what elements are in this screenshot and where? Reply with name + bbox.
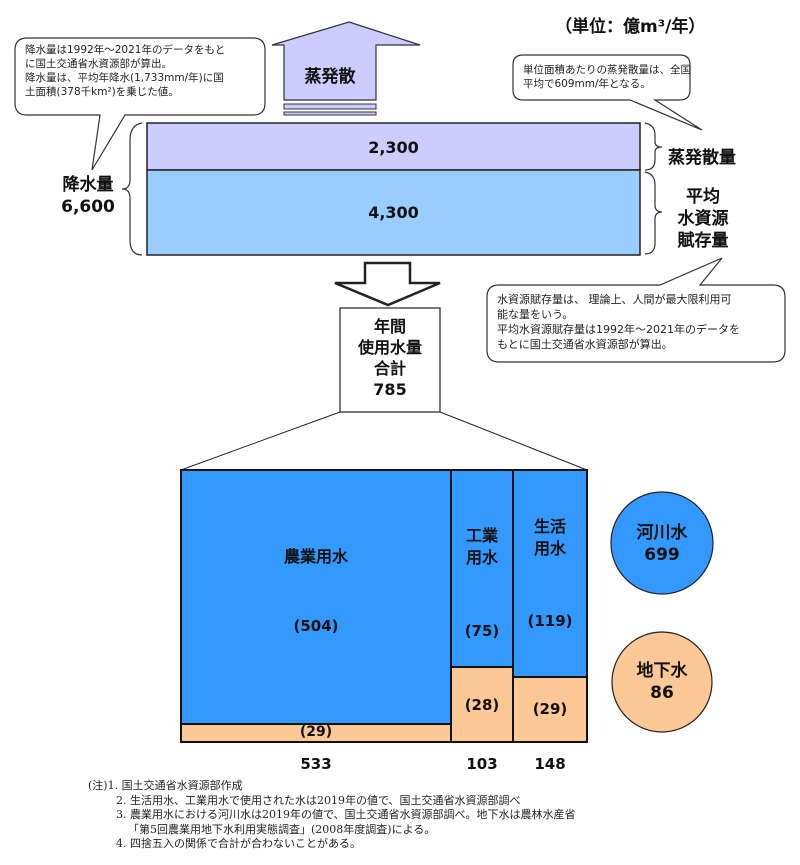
total-value: 785: [373, 380, 407, 399]
resources-label: 平均 水資源 賦存量: [668, 186, 738, 252]
agri-total: 533: [300, 755, 332, 773]
note-line: 単位面積あたりの蒸発散量は、全国: [523, 64, 691, 76]
river-circle: [610, 491, 714, 595]
notes: (注)1. 国土交通省水資源部作成 2. 生活用水、工業用水で使用された水は20…: [88, 779, 576, 852]
label-line: 用水: [533, 539, 566, 558]
evaporation-note: 単位面積あたりの蒸発散量は、全国 平均で609mm/年となる。: [523, 63, 691, 91]
evaporation-brace: [644, 122, 663, 171]
domestic-label: 生活 用水: [513, 516, 587, 560]
evaporation-arrow: [271, 21, 421, 101]
resources-brace: [644, 171, 663, 255]
unit-label: （単位：億m³/年）: [555, 17, 706, 37]
note-line: 降水量は、平均年降水(1,733mm/年)に国: [25, 72, 224, 84]
arrow-stripe: [283, 111, 377, 116]
evaporation-value: 2,300: [368, 138, 419, 157]
label-line: 水資源: [677, 209, 729, 229]
resources-value: 4,300: [368, 203, 419, 222]
total-line: 使用水量: [357, 338, 422, 357]
domestic-total: 148: [534, 755, 566, 773]
note-item: 2. 生活用水、工業用水で使用された水は2019年の値で、国土交通省水資源部調べ: [116, 793, 521, 807]
arrow-stripe: [283, 103, 377, 110]
domestic-river-value: (119): [527, 612, 573, 630]
resources-band: [146, 169, 641, 256]
note-line: もとに国土交通省水資源部が算出。: [497, 338, 673, 351]
note-line: 能な量をいう。: [497, 308, 574, 321]
label-line: 平均: [686, 187, 720, 207]
river-source: 河川水 699: [611, 522, 713, 566]
notes-prefix: (注): [88, 779, 108, 792]
total-box-text: 年間 使用水量 合計 785: [340, 316, 440, 400]
domestic-river-block: [512, 469, 588, 678]
river-value: 699: [644, 545, 680, 565]
agri-label: 農業用水: [283, 547, 348, 566]
note-item: 4. 四捨五入の関係で合計が合わないことがある。: [116, 837, 361, 850]
note-item: 3. 農業用水における河川水は2019年の値で、国土交通省水資源部調べ。地下水は…: [116, 808, 576, 821]
evaporation-band: [146, 122, 641, 171]
note-item: 「第5回農業用地下水利用実態調査」(2008年度調査)による。: [128, 822, 436, 836]
ground-source: 地下水 86: [612, 660, 712, 704]
total-line: 年間: [373, 317, 406, 336]
label-line: 用水: [465, 548, 498, 567]
industry-ground-value: (28): [464, 696, 500, 714]
evaporation-label: 蒸発散量: [668, 148, 736, 168]
industry-label: 工業 用水: [451, 525, 513, 569]
resources-note: 水資源賦存量は、 理論上、人間が最大限利用可 能な量をいう。 平均水資源賦存量は…: [497, 292, 740, 352]
evaporation-bubble: [512, 54, 703, 131]
precipitation-bubble: [14, 37, 266, 171]
ground-circle: [611, 631, 713, 733]
industry-river-value: (75): [464, 622, 500, 640]
note-line: 平均で609mm/年となる。: [523, 78, 651, 90]
total-box: [339, 307, 441, 413]
agri-ground-value: (29): [299, 724, 333, 740]
ground-label: 地下水: [636, 661, 688, 681]
note-item: 1. 国土交通省水資源部作成: [107, 779, 243, 792]
label-line: 工業: [465, 526, 498, 545]
precipitation-label: 降水量 6,600: [55, 174, 121, 218]
industry-total: 103: [466, 755, 498, 773]
note-line: 降水量は1992年～2021年のデータをもと: [25, 44, 226, 56]
note-line: に国土交通省水資源部が算出。: [25, 58, 172, 70]
industry-ground-block: [450, 666, 514, 743]
precipitation-name: 降水量: [62, 175, 114, 195]
domestic-ground-block: [512, 676, 588, 743]
resources-bubble: [486, 257, 786, 363]
agri-river-value: (504): [293, 617, 339, 635]
precipitation-note: 降水量は1992年～2021年のデータをもと に国土交通省水資源部が算出。 降水…: [25, 43, 225, 99]
industry-river-block: [450, 469, 514, 668]
down-arrow: [334, 261, 441, 307]
agri-river-block: [180, 469, 452, 725]
note-line: 平均水資源賦存量は1992年～2021年のデータを: [497, 323, 740, 336]
label-line: 賦存量: [677, 231, 729, 251]
precipitation-brace: [121, 122, 143, 256]
river-label: 河川水: [636, 523, 688, 543]
note-line: 水資源賦存量は、 理論上、人間が最大限利用可: [497, 293, 732, 306]
ground-value: 86: [650, 683, 674, 703]
label-line: 生活: [533, 517, 566, 536]
precipitation-value: 6,600: [61, 197, 115, 217]
domestic-ground-value: (29): [532, 700, 568, 718]
note-line: 土面積(378千km²)を乗じた値。: [25, 86, 179, 98]
total-line: 合計: [373, 359, 406, 378]
evaporation-arrow-label: 蒸発散: [304, 67, 356, 87]
